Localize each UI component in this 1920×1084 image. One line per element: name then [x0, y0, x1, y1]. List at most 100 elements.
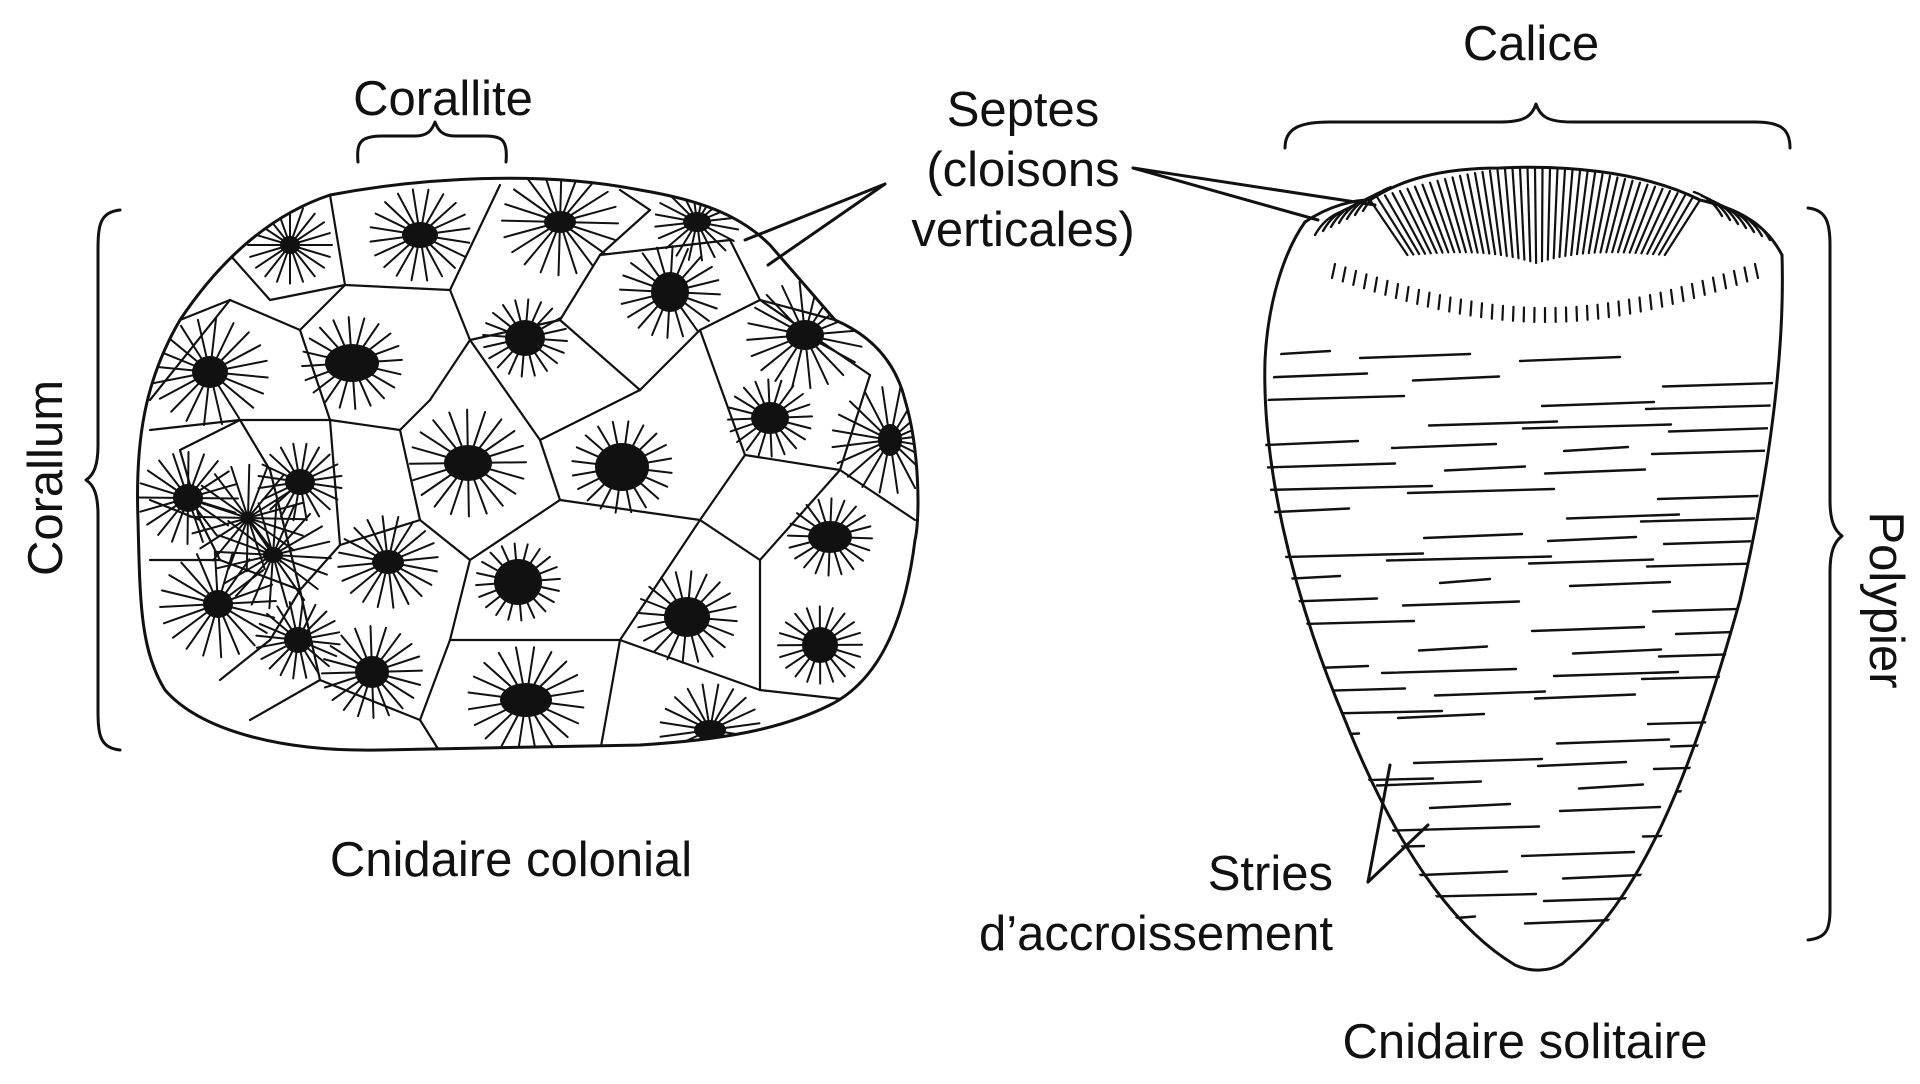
- corallite-center: [500, 683, 552, 717]
- rim-tick: [1352, 269, 1358, 286]
- corallite-wall: [698, 518, 762, 562]
- corallite: [369, 188, 471, 282]
- corallite-center: [505, 320, 545, 356]
- corallite-center: [694, 720, 726, 740]
- calice-septum: [1458, 174, 1479, 254]
- growth-line: [1561, 873, 1653, 880]
- calice-septum: [1640, 189, 1672, 255]
- corallite-center: [808, 521, 852, 553]
- calice-septum: [1398, 189, 1432, 255]
- rim-tick: [1384, 279, 1389, 296]
- corallite-center: [802, 627, 838, 663]
- growth-line: [1523, 918, 1627, 925]
- corallite-wall: [698, 298, 762, 332]
- corallite-wall: [558, 318, 642, 392]
- growth-line: [1571, 648, 1663, 655]
- growth-line: [1264, 462, 1397, 469]
- corallite-wall: [318, 678, 422, 722]
- corallite-wall: [758, 688, 852, 702]
- calice-septum: [1599, 176, 1619, 254]
- calice-septum: [1533, 166, 1538, 265]
- cone-body: [1263, 220, 1784, 972]
- corallite-center: [544, 211, 576, 233]
- corallite: [727, 378, 813, 458]
- corallite-wall: [618, 518, 702, 642]
- calice-septum: [1611, 179, 1634, 254]
- corallite: [654, 182, 740, 262]
- septum-line: [272, 525, 323, 556]
- rim-tick: [1394, 282, 1400, 300]
- growth-line: [1385, 555, 1553, 562]
- calice-septum: [1558, 168, 1567, 259]
- septum-line: [247, 517, 266, 571]
- calice-septum: [1466, 173, 1485, 255]
- corallite-wall: [298, 543, 342, 592]
- septum-line: [272, 512, 311, 556]
- calice-septum: [1436, 179, 1462, 254]
- rim-curl-left: [1361, 185, 1393, 213]
- rim-tick: [1458, 298, 1463, 315]
- calice-septum: [1383, 194, 1421, 256]
- septum-line: [247, 474, 285, 519]
- growth-line: [1427, 420, 1559, 427]
- calice-septum: [1443, 177, 1468, 254]
- growth-line: [1407, 870, 1509, 877]
- calice-septum: [1421, 183, 1450, 254]
- corallite-center: [786, 320, 824, 350]
- corallite: [409, 408, 527, 518]
- septum-line: [247, 466, 269, 519]
- growth-line: [1644, 403, 1782, 411]
- corallite-wall: [328, 418, 402, 432]
- growth-line: [1433, 690, 1547, 697]
- corallite-wall: [398, 398, 432, 432]
- corallite: [636, 570, 738, 664]
- rim-curl-right: [1692, 190, 1724, 218]
- corallite-wall: [228, 253, 272, 302]
- colony-outline: [136, 176, 920, 752]
- growth-line: [1396, 712, 1486, 720]
- corallite: [247, 205, 333, 285]
- growth-line: [1542, 895, 1670, 903]
- stries-line-2: d’accroissement: [979, 907, 1333, 961]
- corallite-center: [651, 272, 689, 312]
- septum-line: [272, 554, 306, 601]
- calice-septum: [1587, 173, 1604, 255]
- growth-line: [1264, 574, 1342, 582]
- growth-line: [1645, 561, 1782, 568]
- corallite: [337, 515, 439, 609]
- rim-tick: [1596, 303, 1600, 320]
- growth-line: [1540, 400, 1656, 408]
- rim-tick: [1405, 285, 1410, 303]
- calice-septum: [1481, 170, 1497, 256]
- rim-tick: [1373, 276, 1379, 293]
- growth-line: [1662, 538, 1782, 546]
- corallite-wall: [418, 518, 472, 562]
- corallite-center: [325, 344, 379, 382]
- growth-line: [1558, 805, 1662, 813]
- corallite-wall: [538, 438, 562, 502]
- corallite: [151, 317, 269, 427]
- stries-leader-1: [1366, 763, 1392, 884]
- septum-line: [247, 517, 304, 537]
- growth-line: [1370, 892, 1538, 900]
- corallite: [301, 316, 403, 410]
- growth-line: [1264, 777, 1435, 784]
- growth-line: [1422, 532, 1524, 540]
- corallite-wall: [418, 718, 442, 751]
- growth-line: [1543, 468, 1647, 475]
- septes-leader-right-2: [1131, 166, 1320, 222]
- corallum-brace: [84, 208, 122, 752]
- septum-line: [247, 486, 297, 519]
- calice-septum: [1657, 196, 1694, 256]
- growth-lines: [1264, 349, 1782, 925]
- growth-line: [1565, 513, 1681, 520]
- growth-line: [1264, 597, 1379, 604]
- growth-line: [1412, 757, 1544, 765]
- calice-septum: [1496, 168, 1508, 257]
- corallite-center: [683, 212, 711, 232]
- colonial-coral: [136, 176, 920, 752]
- growth-line: [1264, 394, 1406, 402]
- stries-line-1: Stries: [1208, 847, 1333, 901]
- corallite: [257, 442, 343, 522]
- corallite-wall: [298, 283, 347, 332]
